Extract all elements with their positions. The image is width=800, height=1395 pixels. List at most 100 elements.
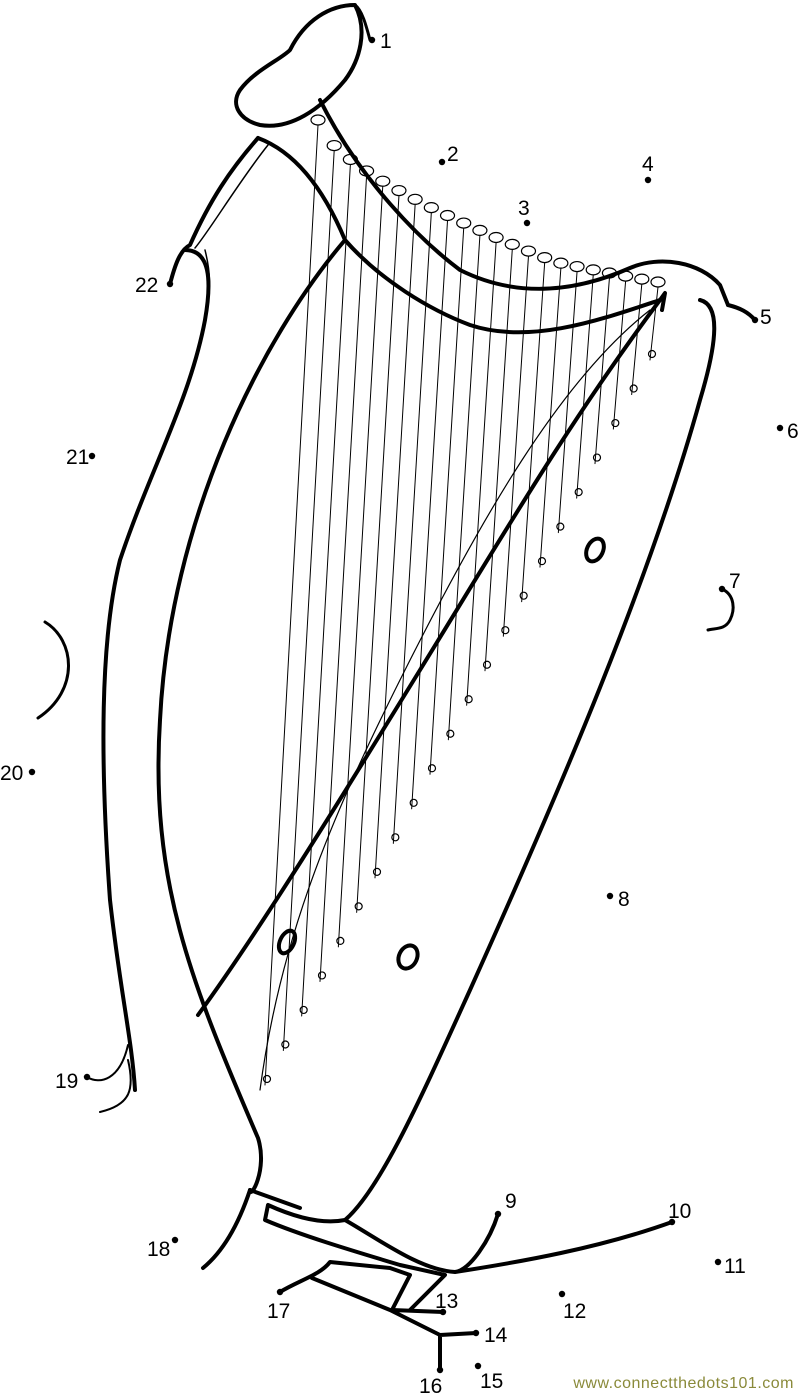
tuning-peg	[634, 273, 650, 285]
string-knot	[629, 384, 638, 393]
dot-16	[436, 1366, 444, 1374]
tuning-peg	[423, 201, 439, 214]
dot-label: 12	[563, 1300, 586, 1323]
harp-string	[502, 255, 529, 637]
dot-18	[171, 1236, 179, 1244]
dot-label: 19	[55, 1070, 78, 1093]
tuning-peg	[439, 209, 456, 222]
dot-8	[606, 892, 614, 900]
harp-soundboard-front	[196, 298, 662, 1017]
dot-10	[668, 1218, 676, 1226]
string-knot	[409, 798, 418, 807]
dot-label: 4	[642, 153, 654, 176]
dot-label: 9	[505, 1190, 517, 1213]
harp-string	[649, 286, 659, 361]
dot-label: 20	[0, 762, 23, 785]
tuning-peg	[537, 252, 553, 264]
sound-hole	[276, 928, 298, 956]
harp-pillar	[156, 136, 347, 1194]
dot-3	[523, 219, 531, 227]
dot-1	[368, 36, 376, 44]
dot-label: 14	[484, 1324, 508, 1347]
tuning-peg	[358, 165, 375, 177]
guide-7	[706, 587, 735, 632]
harp-head	[234, 3, 364, 128]
tuning-peg	[391, 184, 407, 197]
dot-15	[474, 1362, 482, 1370]
dot-label: 10	[668, 1200, 691, 1223]
string-knot	[281, 1040, 290, 1049]
harp-string	[576, 274, 594, 499]
dot-label: 15	[480, 1370, 503, 1393]
dot-label: 13	[435, 1290, 458, 1313]
string-knot	[446, 729, 455, 738]
harp-pillar-outer	[168, 136, 260, 286]
dot-label: 16	[419, 1375, 442, 1395]
string-knot	[317, 971, 327, 980]
harp-pillar-back	[101, 248, 211, 1092]
harp-string	[374, 203, 416, 879]
dot-7	[718, 585, 726, 593]
tuning-peg	[488, 231, 504, 244]
dot-label: 21	[66, 446, 89, 469]
harp-string	[447, 234, 481, 741]
tuning-peg	[407, 193, 423, 205]
dot-11	[714, 1258, 722, 1266]
watermark: www.connectthedots101.com	[573, 1375, 794, 1392]
harp-string	[392, 212, 432, 844]
string-knot	[299, 1005, 308, 1015]
harp-pillar-foot	[201, 1188, 252, 1270]
harp-string	[282, 150, 335, 1051]
harp-neck-lower	[343, 238, 667, 335]
guide-arc-20	[36, 620, 70, 720]
string-knot	[464, 695, 473, 704]
harp-neck	[318, 98, 757, 322]
tuning-peg	[504, 238, 520, 250]
harp-string	[301, 163, 351, 1017]
harp-strings	[264, 124, 659, 1086]
string-knot	[537, 557, 547, 566]
string-knot	[501, 626, 510, 635]
harp-string	[356, 195, 400, 913]
string-knot	[354, 902, 363, 911]
harp-string	[337, 185, 384, 948]
tuning-peg	[553, 257, 569, 269]
dot-14	[472, 1329, 480, 1337]
harp-head-edge	[353, 3, 372, 42]
tuning-pegs	[262, 114, 666, 1084]
harp-string	[264, 124, 319, 1086]
dot-label: 6	[787, 420, 799, 443]
string-knot	[336, 936, 345, 946]
tuning-peg	[326, 139, 342, 152]
dot-21	[88, 452, 96, 460]
dot-5	[751, 316, 759, 324]
dot-label: 5	[760, 306, 772, 329]
harp-string	[466, 241, 497, 706]
dot-label: 18	[147, 1238, 170, 1261]
dot-4	[644, 176, 652, 184]
harp-string	[557, 271, 578, 534]
dot-label: 11	[724, 1255, 746, 1278]
dot-label: 2	[447, 143, 459, 166]
string-knot	[556, 522, 565, 531]
harp-string	[539, 267, 562, 568]
dot-6	[776, 424, 784, 432]
harp-string	[594, 277, 610, 465]
harp-string	[429, 227, 465, 775]
dot-17	[276, 1288, 284, 1296]
dot-12	[558, 1290, 566, 1298]
dot-2	[438, 158, 446, 166]
tuning-peg	[310, 114, 326, 126]
dot-19	[83, 1073, 91, 1081]
dot-13	[439, 1308, 447, 1316]
string-knot	[519, 591, 528, 600]
sound-hole	[584, 536, 606, 564]
string-knot	[647, 349, 657, 359]
tuning-peg	[520, 245, 537, 257]
dot-20	[28, 768, 36, 776]
dot-label: 17	[267, 1300, 290, 1323]
harp-string	[612, 280, 627, 430]
tuning-peg	[342, 153, 358, 166]
harp-string	[319, 175, 368, 982]
